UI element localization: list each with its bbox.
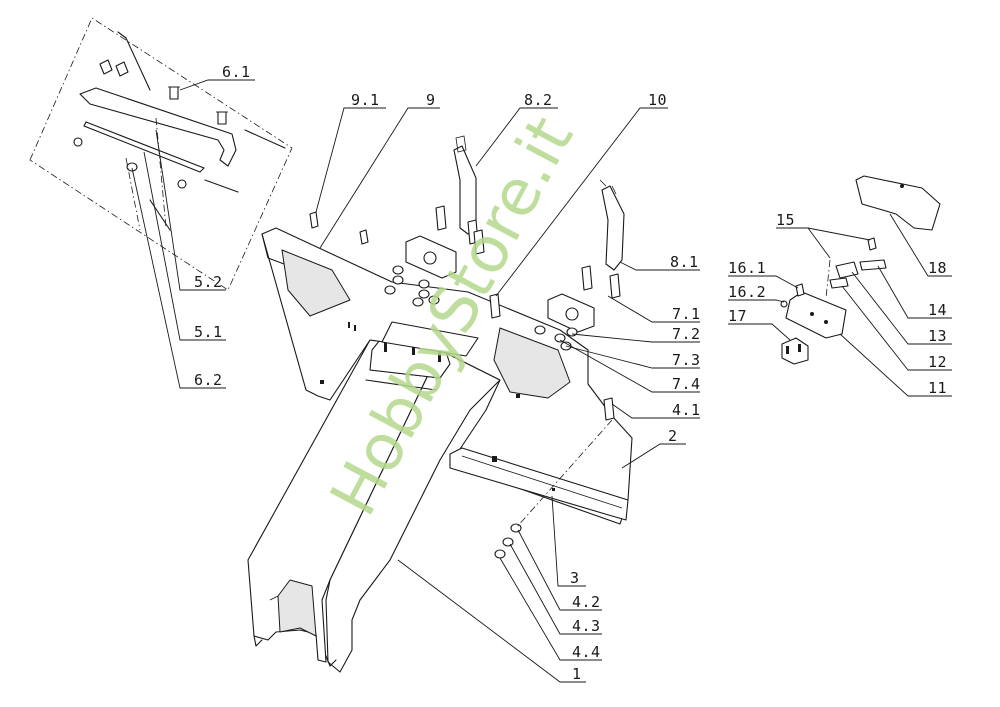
screw-16-1 bbox=[795, 283, 805, 297]
label-18: 18 bbox=[928, 259, 947, 277]
switch-17 bbox=[781, 337, 809, 365]
label-9: 9 bbox=[426, 91, 436, 109]
label-16-2: 16.2 bbox=[728, 283, 766, 301]
detail-bolt bbox=[168, 86, 180, 100]
detail-nut bbox=[177, 179, 187, 189]
label-2: 2 bbox=[668, 427, 678, 445]
bolt bbox=[609, 273, 621, 299]
detail-nut bbox=[126, 162, 138, 172]
bolt bbox=[435, 205, 447, 231]
rear-plate bbox=[261, 227, 633, 525]
detail-bolt bbox=[216, 111, 228, 125]
detail-inset bbox=[29, 17, 293, 291]
label-13: 13 bbox=[928, 327, 947, 345]
label-4-4: 4.4 bbox=[572, 643, 601, 661]
screw bbox=[359, 229, 369, 245]
label-6-1: 6.1 bbox=[222, 63, 251, 81]
label-12: 12 bbox=[928, 353, 947, 371]
fasteners bbox=[309, 205, 621, 559]
label-5-1: 5.1 bbox=[194, 323, 223, 341]
label-7-3: 7.3 bbox=[672, 351, 701, 369]
screw-9-1 bbox=[309, 211, 319, 229]
label-10: 10 bbox=[648, 91, 667, 109]
switch-assembly bbox=[780, 175, 941, 365]
handle-8-2 bbox=[405, 135, 477, 279]
nut-16-2 bbox=[780, 300, 788, 308]
label-5-2: 5.2 bbox=[194, 273, 223, 291]
label-14: 14 bbox=[928, 301, 947, 319]
label-6-2: 6.2 bbox=[194, 371, 223, 389]
washer-4-3 bbox=[502, 537, 514, 547]
screw-15 bbox=[867, 237, 877, 251]
nut-4-4 bbox=[494, 549, 506, 559]
handle-8-1 bbox=[547, 179, 625, 333]
label-16-1: 16.1 bbox=[728, 259, 766, 277]
label-4-1: 4.1 bbox=[672, 401, 701, 419]
detail-bracket bbox=[79, 87, 237, 167]
perforation-grid-left bbox=[281, 249, 351, 317]
bolt-10 bbox=[489, 293, 501, 319]
label-3: 3 bbox=[570, 569, 580, 587]
center-opening bbox=[381, 321, 479, 357]
detail-rod bbox=[83, 121, 205, 173]
perforation-grid-right bbox=[493, 327, 571, 399]
label-17: 17 bbox=[728, 307, 747, 325]
board-11 bbox=[785, 291, 847, 339]
nut-4-2 bbox=[510, 523, 522, 533]
bolt bbox=[581, 265, 593, 291]
label-7-1: 7.1 bbox=[672, 305, 701, 323]
bolt-4-1 bbox=[603, 397, 615, 421]
label-15: 15 bbox=[776, 211, 795, 229]
detail-nut bbox=[73, 137, 83, 147]
label-11: 11 bbox=[928, 379, 947, 397]
lower-flange bbox=[449, 447, 629, 521]
bolt bbox=[473, 229, 485, 255]
label-7-2: 7.2 bbox=[672, 325, 701, 343]
callouts: 6.1 9.1 9 8.2 10 5.2 5.1 6.2 15 16.1 16.… bbox=[131, 63, 952, 683]
label-8-2: 8.2 bbox=[524, 91, 553, 109]
part-14 bbox=[859, 259, 887, 271]
part-12 bbox=[829, 277, 849, 289]
label-8-1: 8.1 bbox=[670, 253, 699, 271]
cover-18 bbox=[855, 175, 941, 231]
label-7-4: 7.4 bbox=[672, 375, 701, 393]
label-4-3: 4.3 bbox=[572, 617, 601, 635]
label-4-2: 4.2 bbox=[572, 593, 601, 611]
label-9-1: 9.1 bbox=[351, 91, 380, 109]
part-13 bbox=[835, 261, 859, 279]
label-1: 1 bbox=[572, 665, 582, 683]
